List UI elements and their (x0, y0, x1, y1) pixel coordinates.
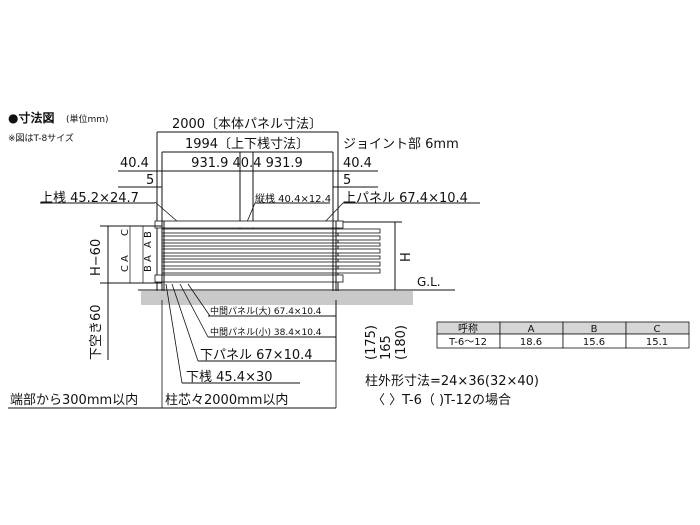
post-note-line2: 〈 〉T-6（ )T-12の場合 (372, 393, 511, 408)
label-top-panel: 上パネル 67.4×10.4 (343, 191, 468, 206)
label-height-right: H (399, 252, 414, 262)
dim-total-panel: 2000〔本体パネル寸法〕 (156, 117, 339, 300)
letter-b: B (143, 231, 154, 238)
drawing-title: ●寸法図 (8, 110, 54, 125)
dim-left-end: 40.4 (120, 156, 149, 171)
panel-board (161, 228, 381, 234)
panel-board (161, 242, 381, 247)
table-header-b: B (591, 324, 598, 335)
bottom-rail (154, 274, 344, 283)
dim-total-panel-label: 2000〔本体パネル寸法〕 (172, 117, 322, 132)
letter-a: A (143, 255, 154, 262)
letter-c: C (120, 229, 131, 236)
label-mid-panel-small: 中間パネル(小) 38.4×10.4 (210, 326, 322, 338)
fence-panel (154, 220, 381, 300)
dim-segments: 40.4 931.9 40.4 931.9 40.4 (118, 152, 378, 232)
panel-board (161, 268, 381, 274)
table-cell-size: T-6〜12 (448, 337, 487, 348)
dim-right-gap: 5 (343, 173, 351, 188)
letter-a: A (120, 255, 131, 262)
label-top-rail: 上桟 45.2×24.7 (40, 191, 139, 206)
label-gl: G.L. (417, 275, 441, 289)
size-note: ※図はT-8サイズ (8, 132, 74, 144)
dim-middle-span: 931.9 40.4 931.9 (191, 156, 303, 171)
dim-left-gap: 5 (146, 173, 154, 188)
label-vertical-bar: 縦桟 40.4×12.4 (255, 192, 331, 205)
letter-a: A (143, 241, 154, 248)
label-embed-2: 165 (379, 335, 394, 360)
table-cell-c: 15.1 (646, 337, 668, 348)
dim-rail-length-label: 1994〔上下桟寸法〕 (185, 137, 309, 152)
ground-hatch (141, 291, 413, 305)
label-bottom-panel: 下パネル 67×10.4 (200, 348, 313, 363)
letter-b: B (143, 265, 154, 272)
label-clearance: 下空き60 (89, 304, 104, 360)
letter-c: C (120, 265, 131, 272)
label-embed-3: (180) (394, 325, 409, 360)
top-rail (154, 220, 344, 229)
post-note-line1: 柱外形寸法=24×36(32×40) (365, 374, 539, 389)
dim-rail-length: 1994〔上下桟寸法〕 ジョイント部 6mm (162, 137, 459, 153)
spec-table: 呼称 A B C T-6〜12 18.6 15.6 15.1 (436, 321, 690, 349)
label-bottom-rail: 下桟 45.4×30 (186, 370, 273, 385)
leader-lines (8, 283, 337, 409)
label-end-distance: 端部から300mm以内 (10, 392, 138, 408)
dim-post-embed: (175) 165 (180) (335, 300, 409, 360)
table-header-a: A (528, 324, 535, 335)
label-embed-1: (175) (364, 325, 379, 360)
dim-height-right: H (343, 221, 414, 290)
panel-board (161, 248, 381, 254)
panel-board (161, 235, 381, 241)
unit-note: (単位mm) (66, 113, 109, 125)
dim-height-left: H−60 下空き60 (89, 225, 162, 360)
dim-right-end: 40.4 (343, 156, 372, 171)
table-header-c: C (654, 324, 661, 335)
label-height-left: H−60 (89, 239, 104, 276)
table-cell (625, 333, 690, 349)
panel-board (161, 261, 381, 267)
table-cell-a: 18.6 (520, 337, 542, 348)
table-header-name: 呼称 (458, 322, 478, 335)
label-post-pitch: 柱芯々2000mm以内 (165, 392, 288, 408)
table-cell-b: 15.6 (583, 337, 605, 348)
label-mid-panel-large: 中間パネル(大) 67.4×10.4 (210, 305, 322, 317)
dim-gap-row: 5 5 (118, 173, 378, 188)
panel-board (161, 255, 381, 260)
dim-joint-label: ジョイント部 6mm (343, 137, 459, 152)
section-letters: C B A A C A B (120, 226, 154, 283)
